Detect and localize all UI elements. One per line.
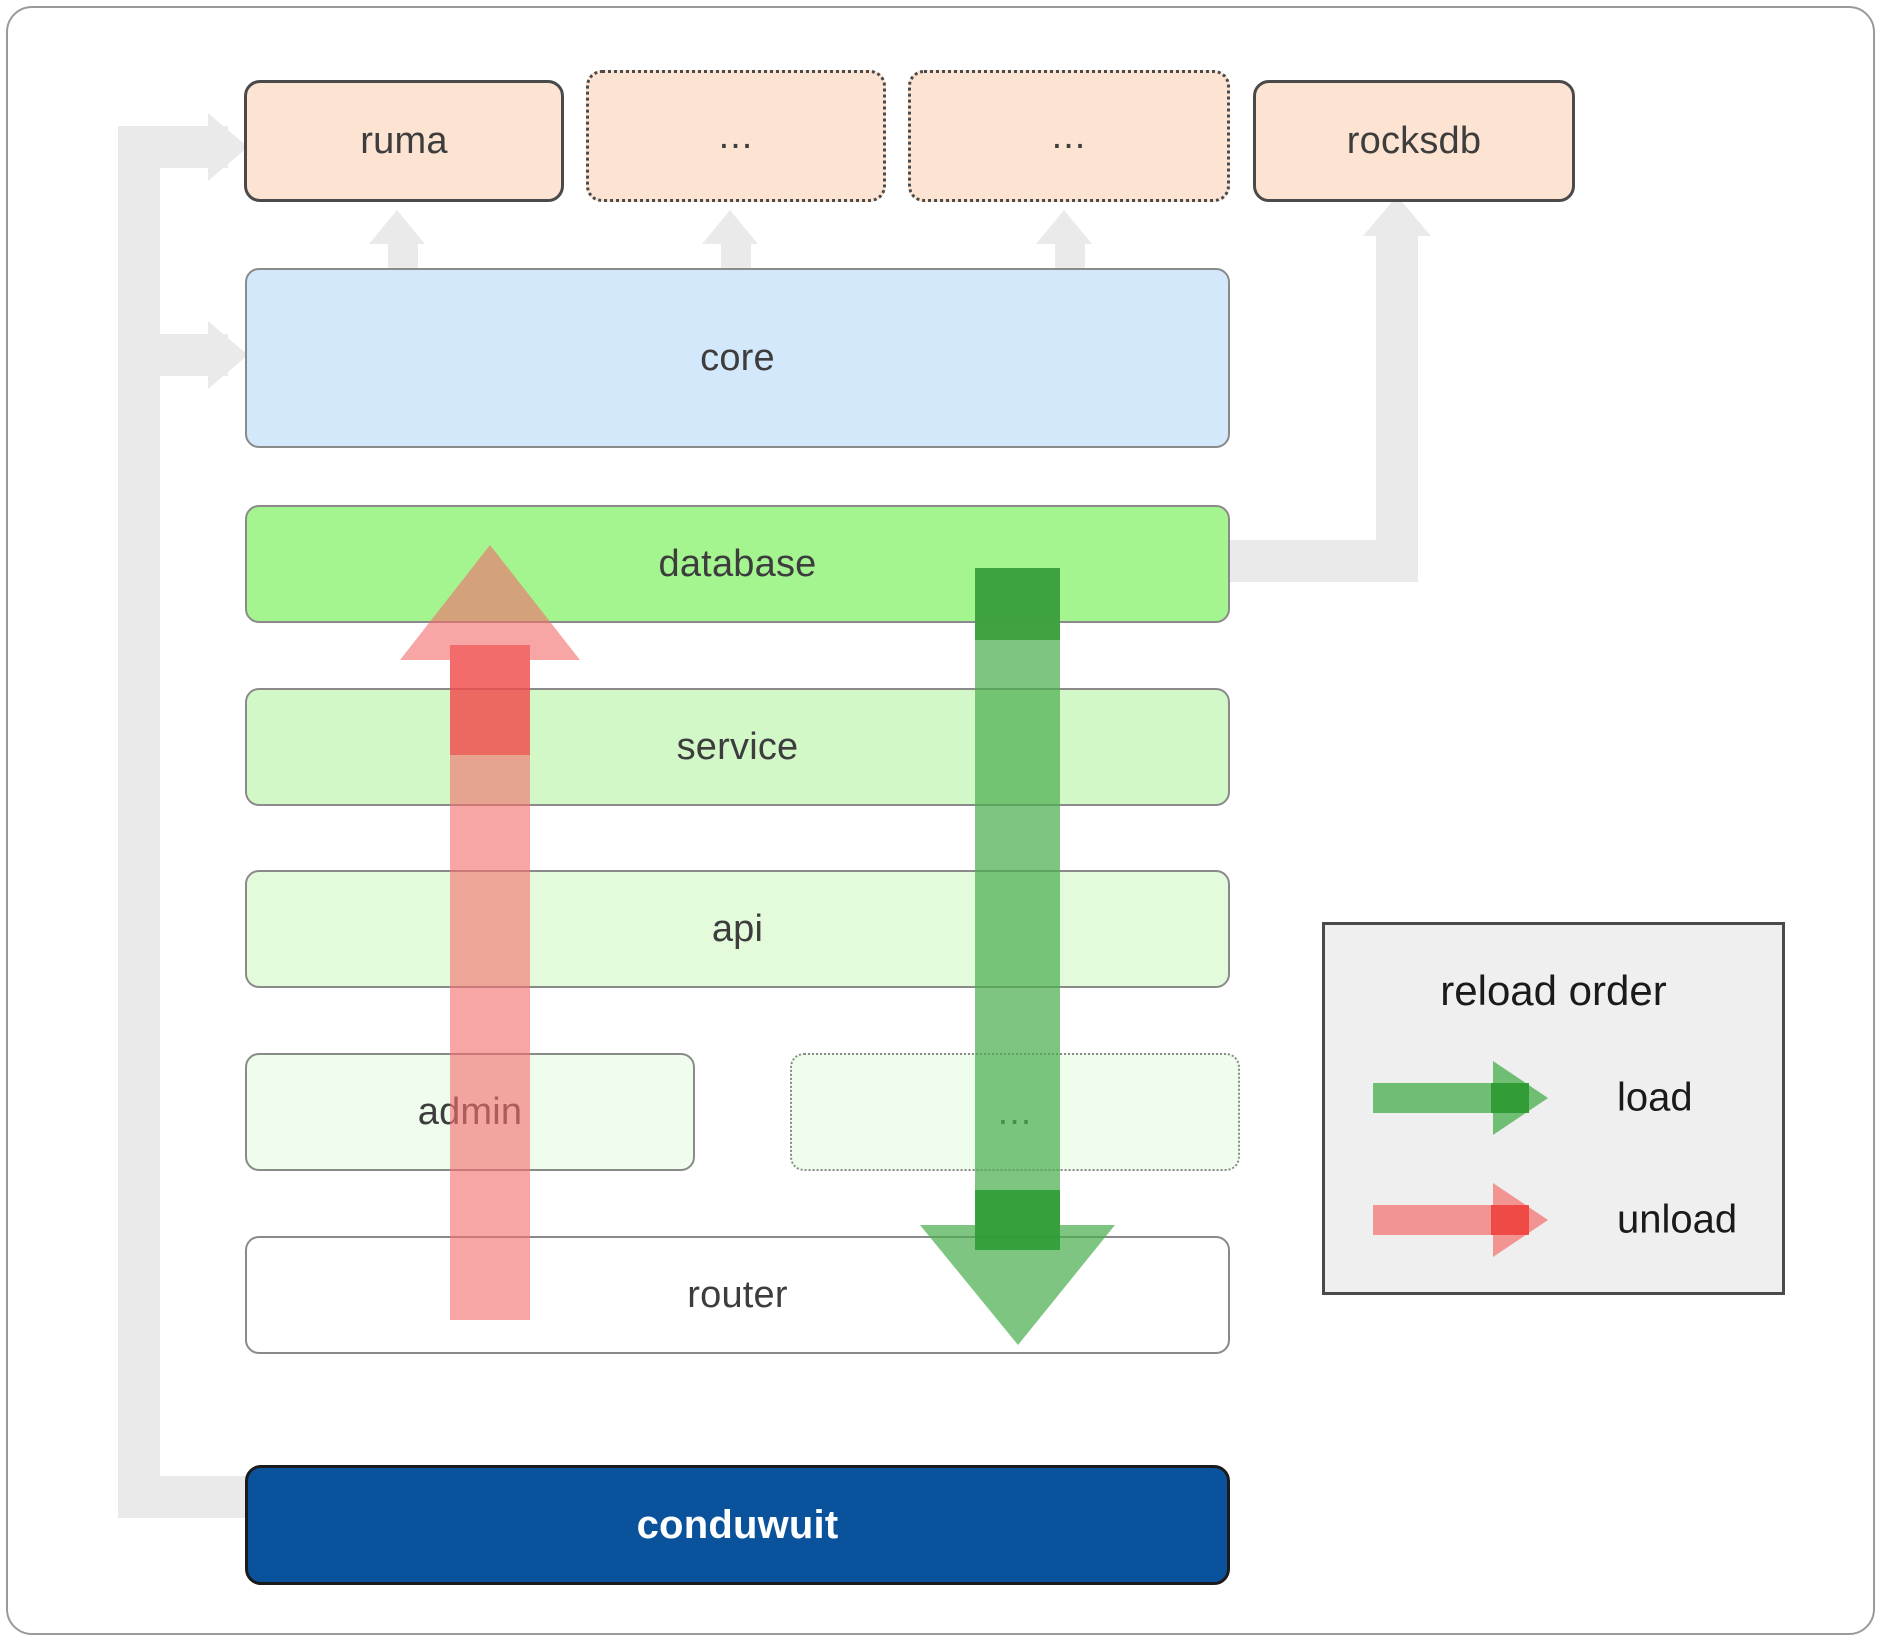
connector-core-to-dots2-head [1036,210,1092,244]
layer-box-core[interactable]: core [245,268,1230,448]
dependency-box-rocksdb[interactable]: rocksdb [1253,80,1575,202]
legend-title: reload order [1440,967,1667,1014]
diagram-frame [6,6,1875,1635]
dependency-box-ellipsis-2[interactable]: ... [908,70,1230,202]
layer-label-core: core [700,336,775,379]
layer-box-database[interactable]: database [245,505,1230,623]
dependency-box-ellipsis-1[interactable]: ... [586,70,886,202]
layer-box-api[interactable]: api [245,870,1230,988]
legend-load-arrow-icon [1373,1061,1548,1135]
dependency-box-ruma[interactable]: ruma [244,80,564,202]
root-box-conduwuit[interactable]: conduwuit [245,1465,1230,1585]
legend-row-load: load [1325,1053,1782,1143]
layer-label-router: router [687,1273,788,1316]
layer-box-ellipsis[interactable]: ... [790,1053,1240,1171]
root-label-conduwuit: conduwuit [636,1502,839,1547]
connector-arrowhead-ruma [208,113,248,181]
layer-label-database: database [658,542,817,585]
legend-unload-arrow-icon [1373,1183,1548,1257]
layer-box-admin[interactable]: admin [245,1053,695,1171]
layer-box-router[interactable]: router [245,1236,1230,1354]
layer-label-api: api [711,907,764,950]
layer-label-admin: admin [417,1090,523,1133]
legend-row-unload: unload [1325,1175,1782,1265]
layer-box-service[interactable]: service [245,688,1230,806]
legend-label-load: load [1617,1075,1693,1120]
dependency-label-rocksdb: rocksdb [1346,119,1482,162]
layer-label-service: service [676,725,799,768]
connector-rocksdb-vertical [1376,232,1418,582]
connector-left-to-conduwuit [118,1476,268,1518]
legend-panel: reload order load unload [1322,922,1785,1295]
legend-label-unload: unload [1617,1197,1738,1242]
dependency-label-ruma: ruma [360,119,448,162]
connector-arrowhead-core [208,321,248,389]
connector-core-to-dots1-head [702,210,758,244]
connector-arrowhead-rocksdb [1363,196,1431,236]
connector-core-to-ruma-head [369,210,425,244]
